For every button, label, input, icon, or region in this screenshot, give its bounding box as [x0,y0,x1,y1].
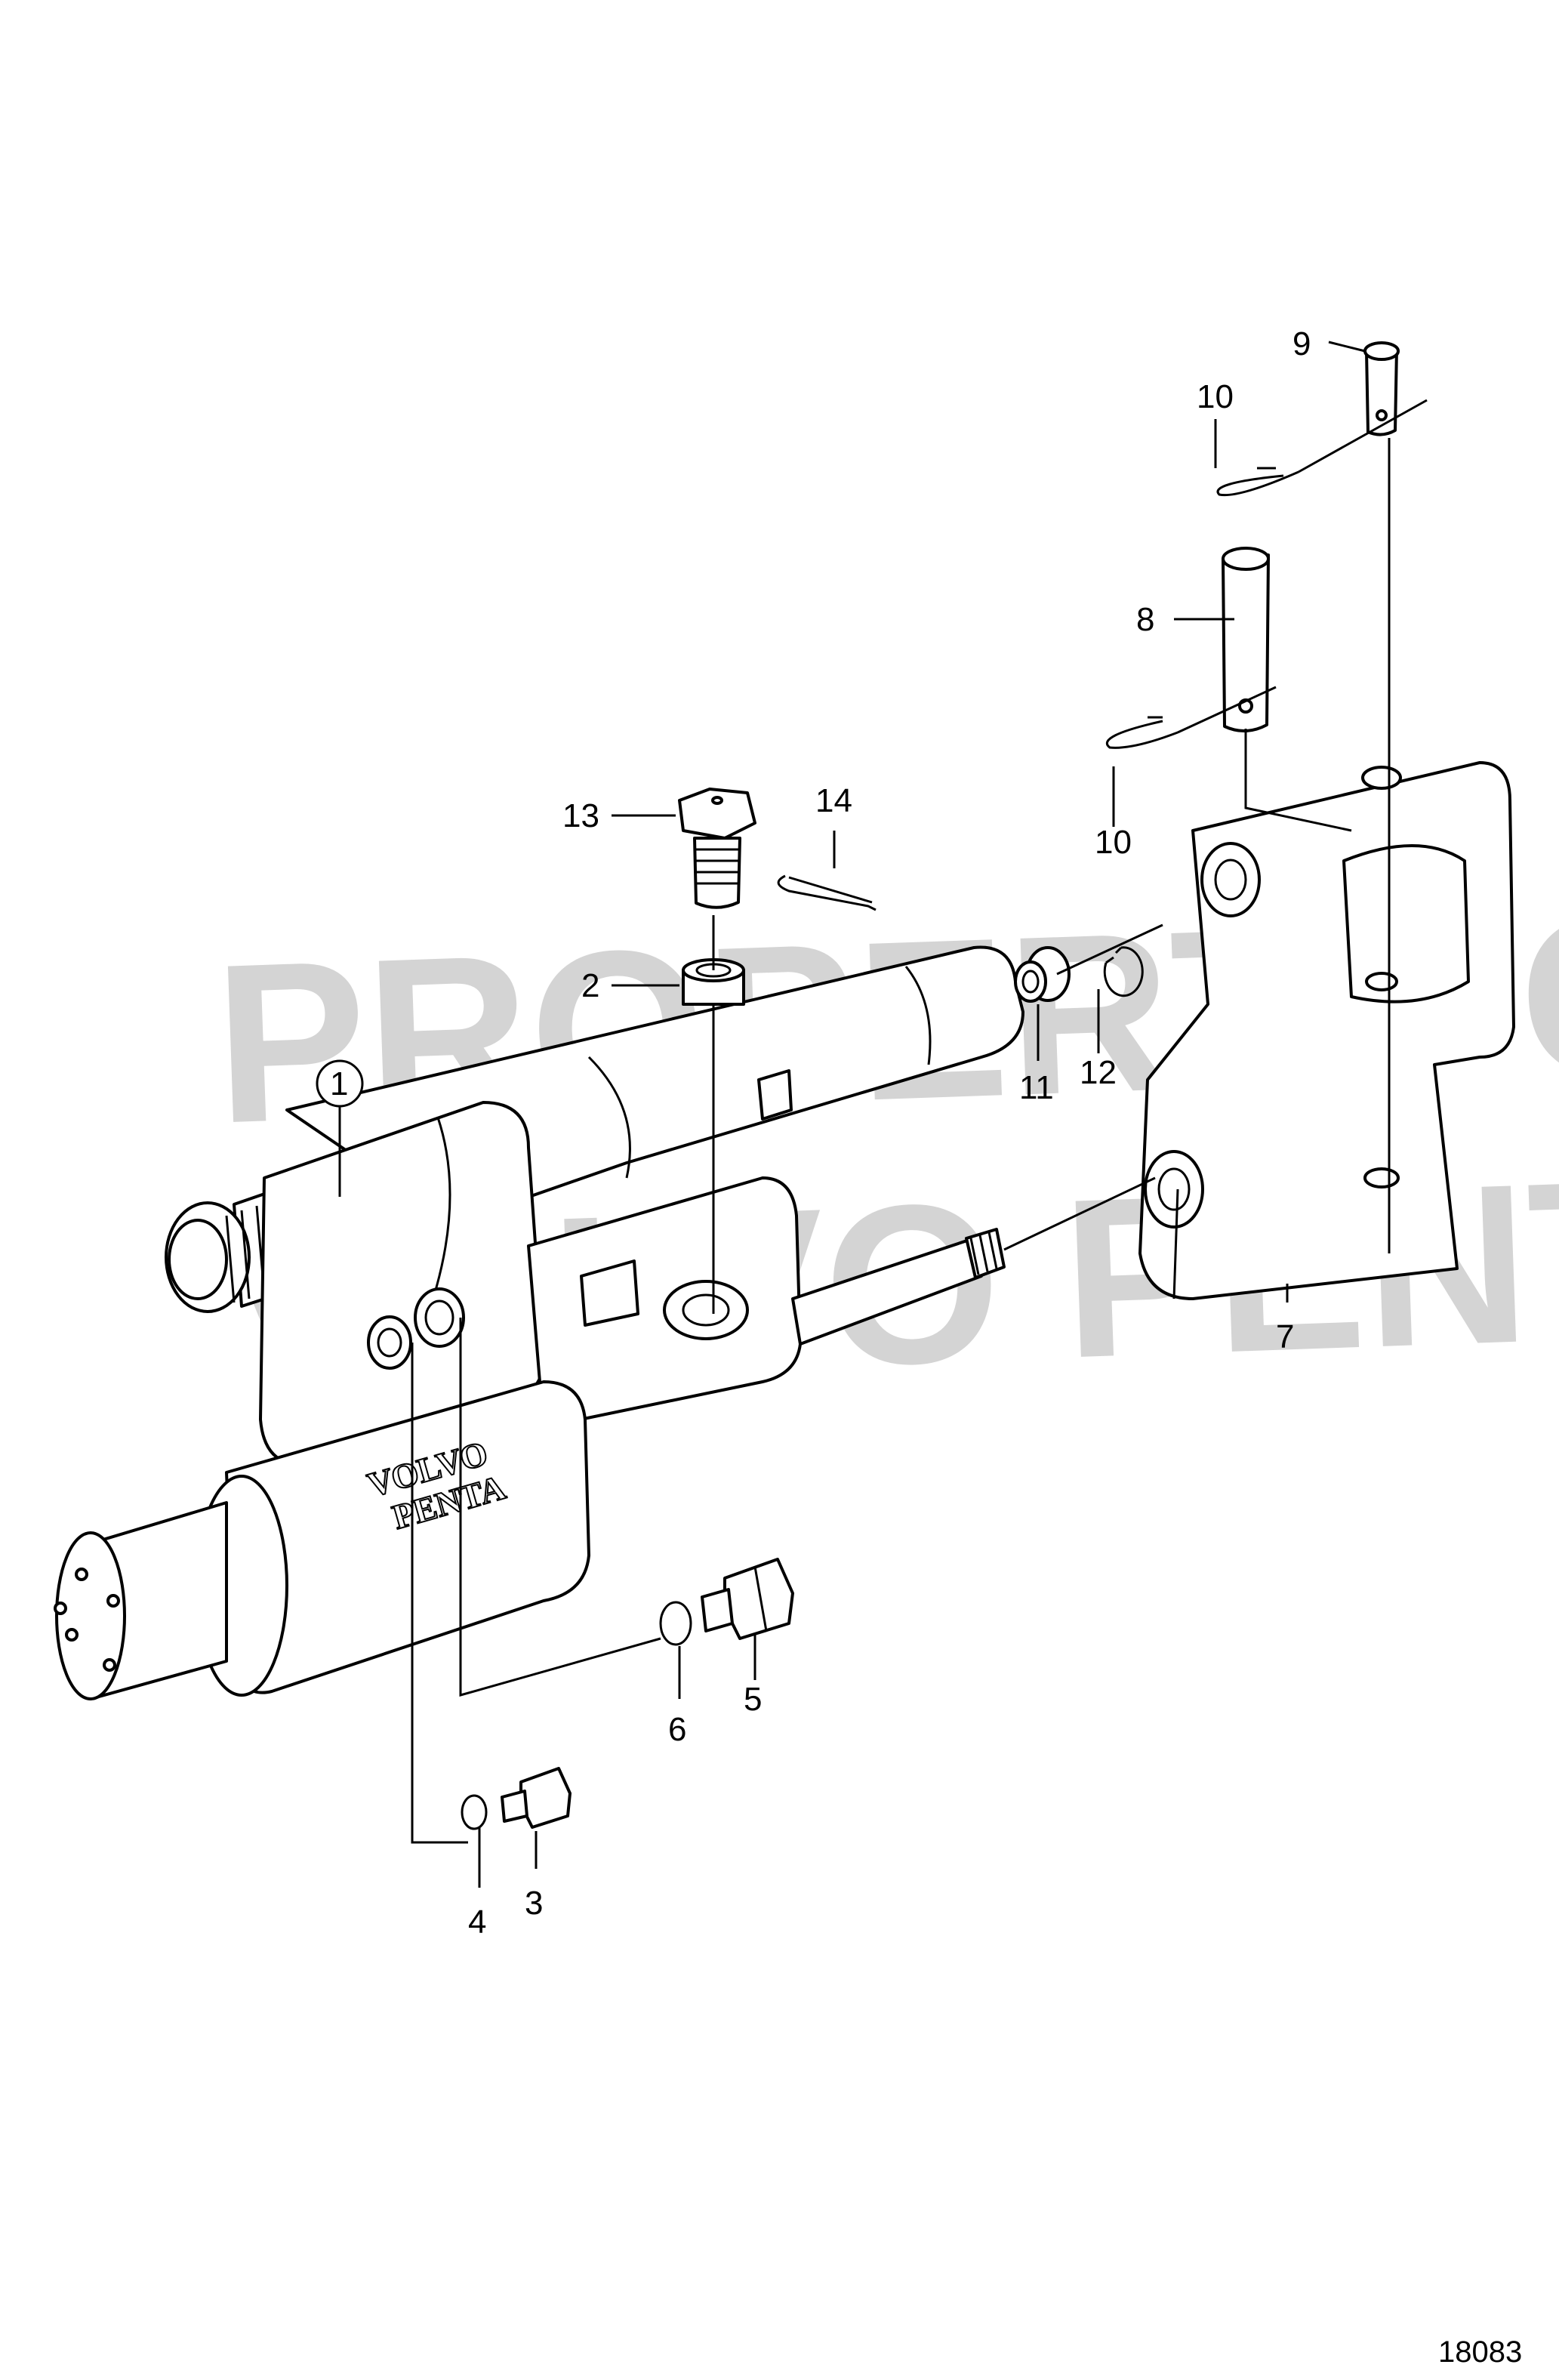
label-1: 1 [330,1065,348,1102]
callout-leaders [338,341,1366,1888]
split-pin-lower [1105,716,1178,749]
cotter-pin-14 [777,874,877,911]
fitting-5 [701,1558,794,1640]
label-13: 13 [562,797,599,834]
label-14: 14 [815,782,852,819]
cylinder-lower-body [54,1380,590,1700]
fitting-3 [501,1767,572,1829]
label-11: 11 [1019,1069,1054,1106]
assembly-lines [411,399,1428,1844]
label-6: 6 [668,1711,686,1748]
split-pin-upper [1216,467,1299,497]
figure-number: 18083 [1438,2335,1522,2369]
cylinder-middle-body [527,1176,802,1429]
label-9: 9 [1292,325,1311,362]
o-ring-6 [659,1601,692,1646]
label-10-upper: 10 [1197,378,1234,415]
label-8: 8 [1136,601,1154,638]
o-ring-4 [461,1794,488,1830]
label-10-lower: 10 [1095,824,1132,861]
pin-8 [1222,547,1270,732]
callout-circle-1 [316,1059,364,1108]
part-labels: 1 2 3 4 5 6 7 8 9 10 10 11 12 13 14 [330,325,1311,1941]
label-3: 3 [525,1885,543,1922]
bolt-13 [678,788,756,909]
label-12: 12 [1080,1054,1117,1091]
circlip-12 [1103,946,1144,997]
pin-9 [1363,341,1400,436]
label-5: 5 [744,1681,762,1718]
label-4: 4 [468,1904,486,1941]
label-7: 7 [1276,1318,1294,1355]
tiller-arm-bracket [1138,761,1515,1300]
piston-rod [791,1228,1006,1346]
cylinder-front-bracket [259,1101,545,1466]
bushing-11 [1014,946,1071,1003]
label-2: 2 [581,967,599,1004]
